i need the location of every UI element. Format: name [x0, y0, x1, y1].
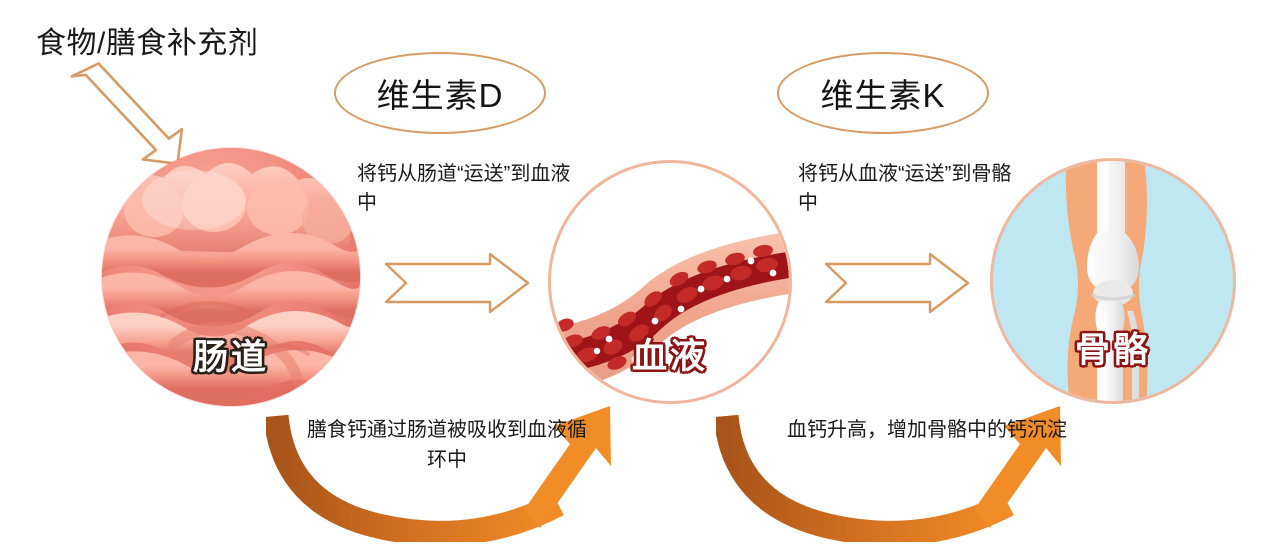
caption-calcium-absorption: 膳食钙通过肠道被吸收到血液循环中	[307, 419, 587, 471]
caption-calcium-deposition: 血钙升高，增加骨骼中的钙沉淀	[787, 419, 1067, 441]
curved-arrow-up-right-icon	[713, 400, 1120, 546]
curved-arrow-up-right-icon	[263, 400, 670, 546]
arrow-right-outline-icon	[382, 252, 532, 314]
vitamin-d-badge: 维生素D	[334, 52, 546, 134]
node-bone: 骨骼	[990, 158, 1236, 404]
caption-vitamin-d-action: 将钙从肠道“运送”到血液中	[357, 163, 571, 214]
arrow-right-outline-icon	[822, 252, 972, 314]
knee-joint-bone-illustration	[993, 161, 1233, 401]
vitamin-d-label: 维生素D	[376, 77, 504, 114]
diagonal-arrow-down-right-icon	[62, 55, 188, 173]
blood-vessel-illustration	[551, 163, 789, 401]
vitamin-k-label: 维生素K	[820, 77, 946, 114]
intestine-illustration	[102, 148, 360, 406]
node-intestine: 肠道	[102, 148, 360, 406]
vitamin-k-badge: 维生素K	[777, 52, 989, 134]
page-title: 食物/膳食补充剂	[36, 27, 259, 60]
caption-vitamin-k-action: 将钙从血液“运送”到骨骼中	[798, 163, 1012, 214]
node-blood: 血液	[548, 160, 792, 404]
